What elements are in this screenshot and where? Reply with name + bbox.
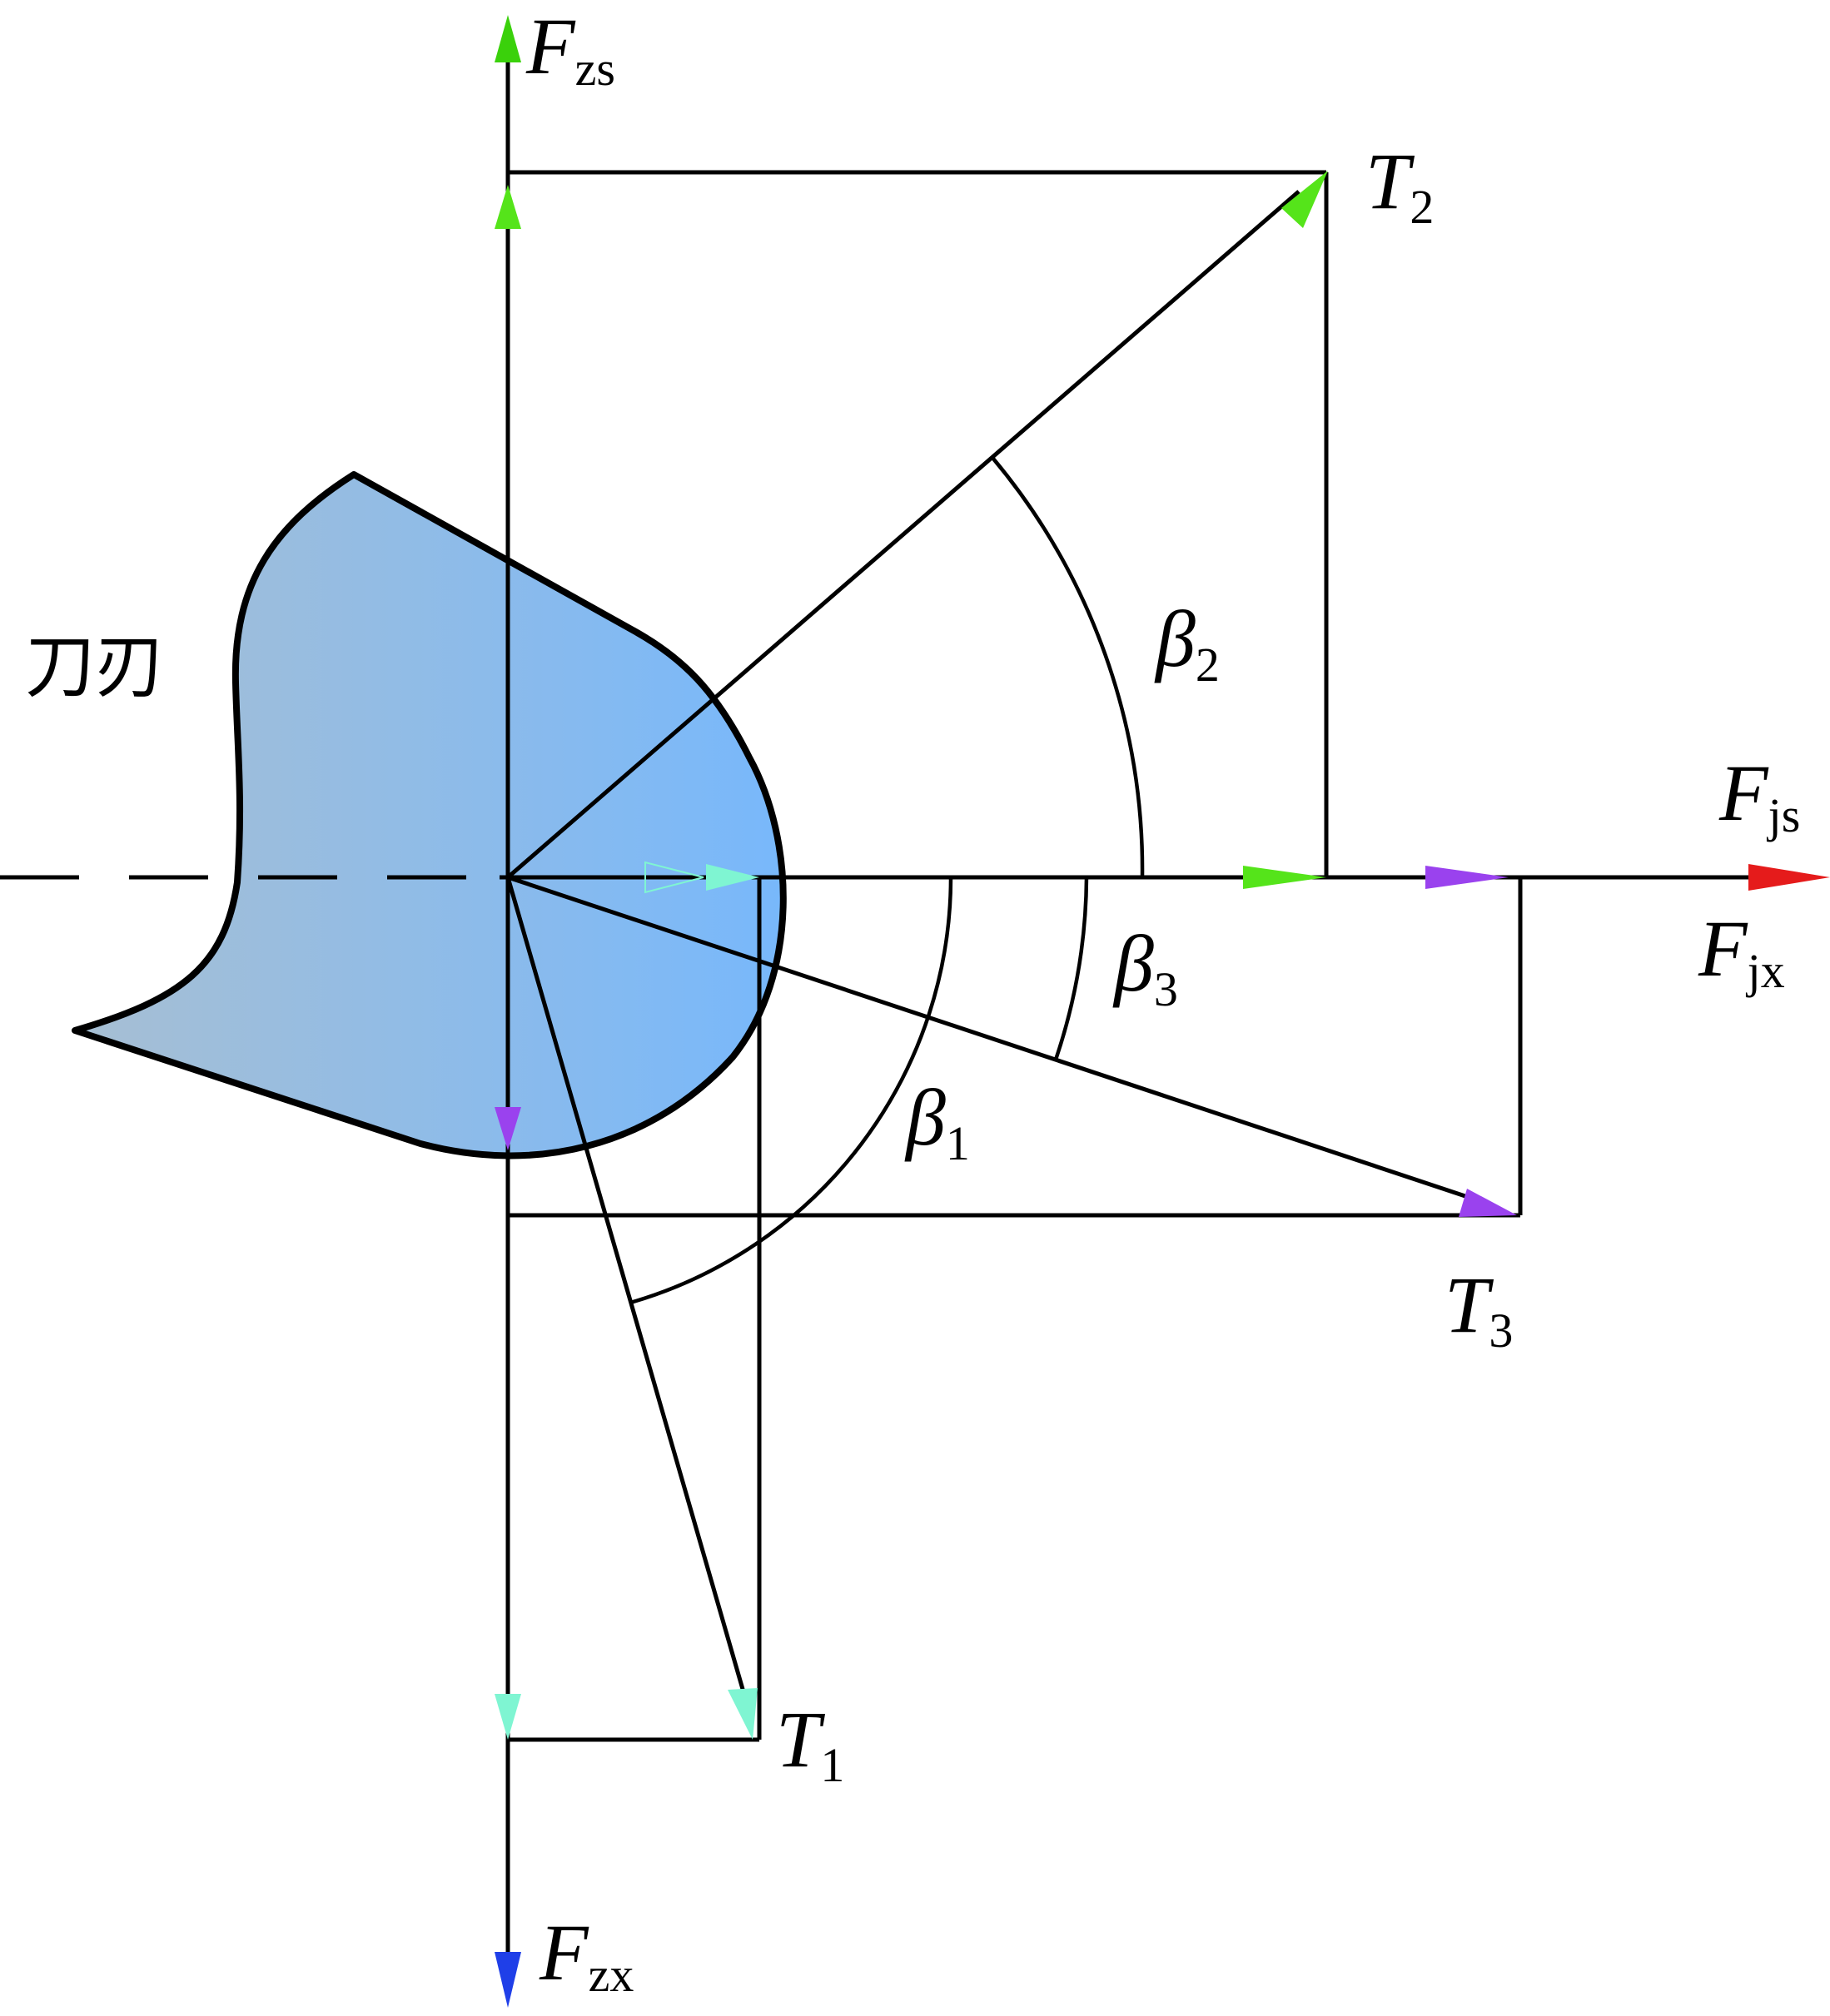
t3-horizontal-component-arrowhead bbox=[1425, 866, 1509, 889]
t2-vector bbox=[506, 190, 1300, 879]
fzs-arrowhead bbox=[495, 15, 521, 62]
fjs-arrowhead bbox=[1748, 864, 1830, 891]
t2-vector-arrowhead bbox=[1281, 171, 1328, 228]
label-beta3: β3 bbox=[1112, 919, 1178, 1016]
fzx-arrowhead bbox=[495, 1952, 521, 2008]
t3-vertical-component-arrowhead bbox=[495, 1107, 521, 1150]
t1-horizontal-component-arrowhead bbox=[706, 864, 759, 891]
blade-shape bbox=[72, 471, 787, 1159]
blade-label: 刀刃 bbox=[25, 626, 165, 708]
label-t2: T2 bbox=[1365, 137, 1434, 234]
label-t1: T1 bbox=[776, 1695, 844, 1792]
label-fzx: Fzx bbox=[539, 1908, 634, 2002]
t2-horizontal-component-arrowhead bbox=[1243, 866, 1326, 889]
beta3-arc bbox=[1053, 876, 1089, 1060]
label-beta1: β1 bbox=[904, 1073, 970, 1170]
t1-vector-arrowhead bbox=[728, 1688, 758, 1740]
beta2-arc bbox=[992, 457, 1145, 878]
t1-horizontal-component-ghost bbox=[644, 861, 704, 894]
label-beta2: β2 bbox=[1154, 594, 1220, 692]
t2-vertical-component-arrowhead bbox=[495, 185, 521, 229]
beta1-arc bbox=[629, 876, 953, 1305]
label-t3: T3 bbox=[1445, 1260, 1513, 1358]
t3-vector bbox=[507, 875, 1491, 1207]
label-fzs: Fzs bbox=[525, 2, 615, 96]
t1-vector bbox=[505, 876, 750, 1707]
t1-vertical-component-arrowhead bbox=[495, 1694, 521, 1740]
t3-vector-arrowhead bbox=[1459, 1189, 1517, 1217]
label-fjx: Fjx bbox=[1698, 904, 1785, 998]
label-fjs: Fjs bbox=[1718, 748, 1800, 842]
